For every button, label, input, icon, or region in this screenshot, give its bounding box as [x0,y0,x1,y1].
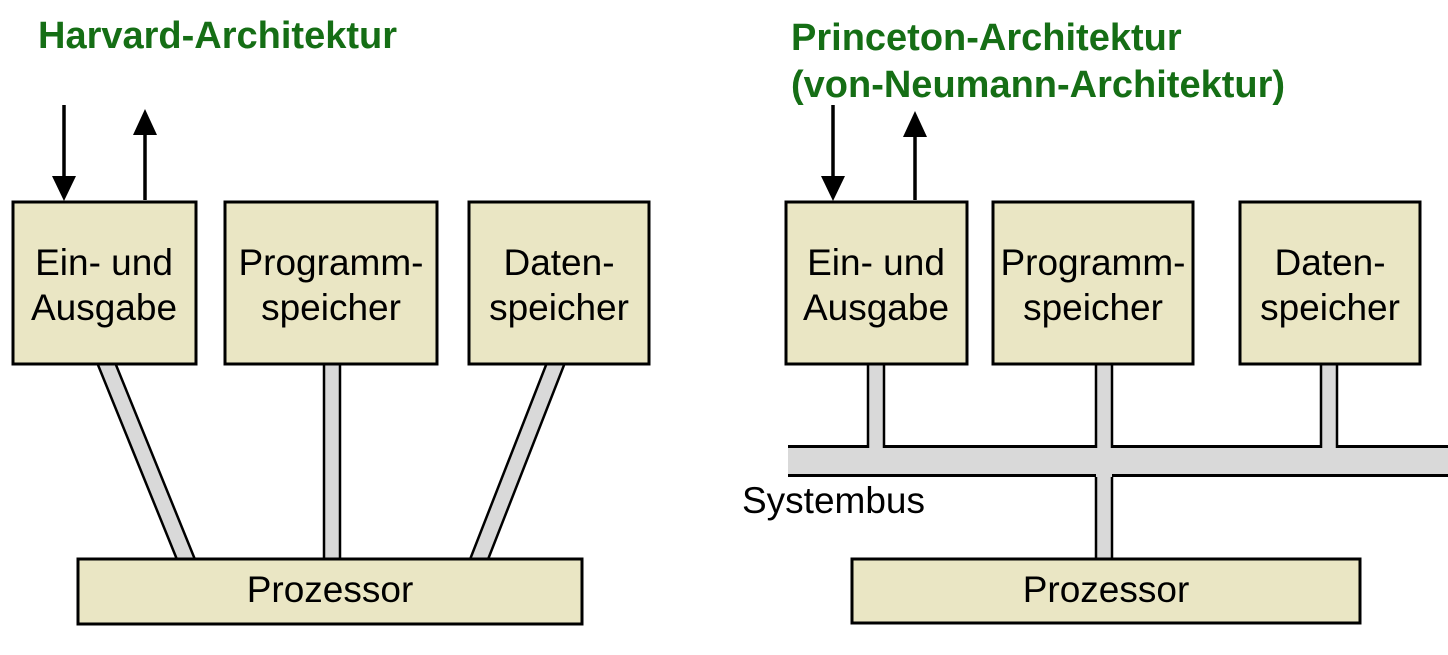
harvard-output-arrow-icon [133,109,157,200]
princeton-diagram: Princeton-Architektur (von-Neumann-Archi… [742,17,1448,625]
princeton-program-label-line2: speicher [1023,287,1163,328]
princeton-output-arrow-icon [903,111,927,200]
harvard-io-box [11,200,198,366]
harvard-io-label-line1: Ein- und [35,242,173,283]
princeton-processor-box [850,557,1362,625]
harvard-io-label-line2: Ausgabe [31,287,177,328]
princeton-data-box [1238,200,1422,366]
princeton-program-box [991,200,1195,366]
systembus-band [788,445,1448,477]
princeton-data-label-line2: speicher [1260,287,1400,328]
harvard-data-box [467,200,651,366]
princeton-data-label-line1: Daten- [1274,242,1385,283]
harvard-processor-label: Prozessor [247,569,414,610]
princeton-program-bus-connector [1094,360,1114,449]
princeton-title-line2: (von-Neumann-Architektur) [791,64,1285,106]
harvard-data-label-line2: speicher [489,287,629,328]
princeton-io-label-line2: Ausgabe [803,287,949,328]
princeton-title-line1: Princeton-Architektur [791,17,1182,59]
princeton-processor-label: Prozessor [1023,569,1190,610]
princeton-io-label-line1: Ein- und [807,242,945,283]
princeton-program-label-line1: Programm- [1000,242,1185,283]
harvard-data-processor-connector [467,358,568,564]
princeton-input-arrow-icon [821,105,845,201]
princeton-bus-processor-connector [1094,473,1114,562]
harvard-input-arrow-icon [52,105,76,201]
harvard-program-processor-connector [322,358,342,564]
harvard-title: Harvard-Architektur [38,15,397,57]
harvard-program-label-line2: speicher [261,287,401,328]
harvard-io-processor-connector [94,358,198,564]
princeton-io-bus-connector [866,360,886,449]
princeton-io-box [784,200,969,366]
systembus-label: Systembus [742,480,925,521]
harvard-program-label-line1: Programm- [238,242,423,283]
harvard-data-label-line1: Daten- [503,242,614,283]
princeton-data-bus-connector [1319,360,1339,449]
harvard-processor-box [76,557,584,626]
harvard-program-box [223,200,439,366]
harvard-diagram: Harvard-Architektur Ein- und Ausgabe [11,15,651,626]
